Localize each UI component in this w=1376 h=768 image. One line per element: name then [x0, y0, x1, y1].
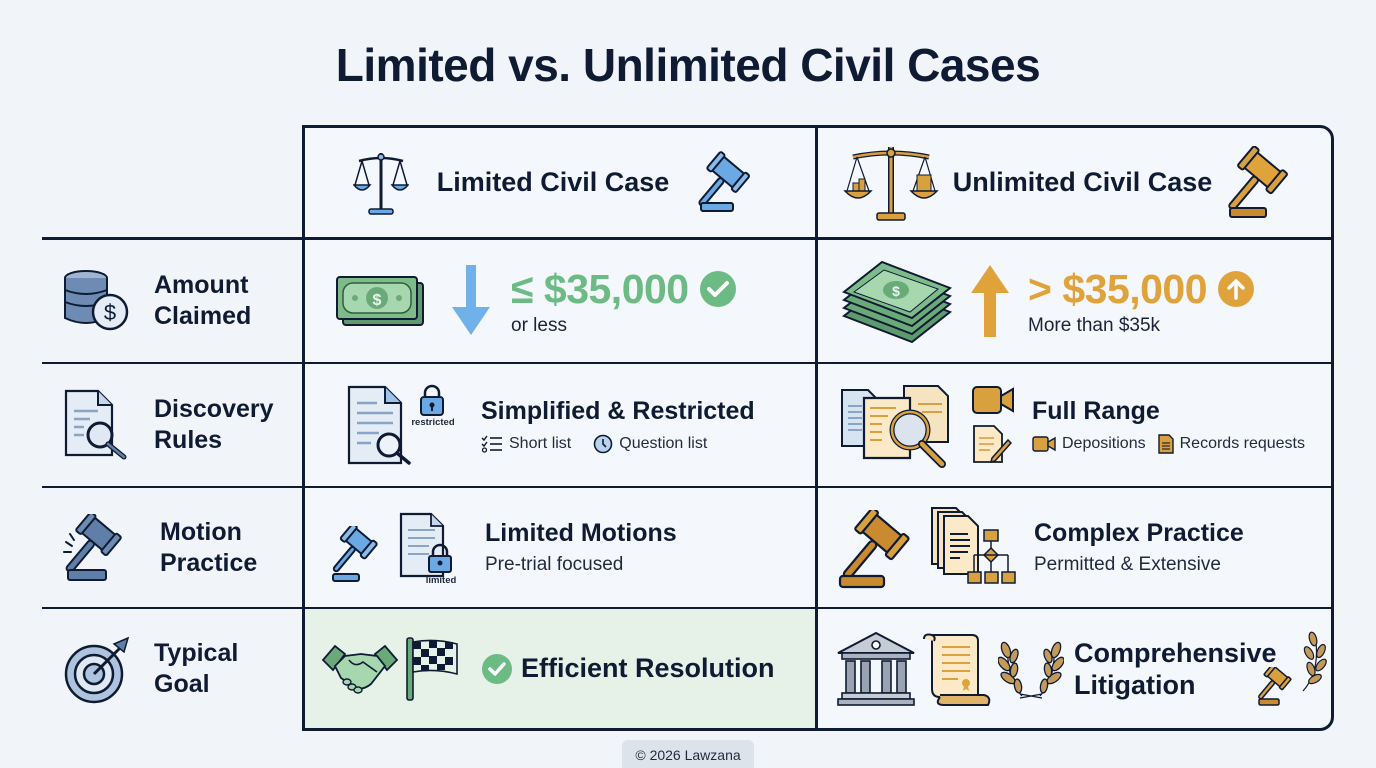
unlimited-amount-cell: $ > $35,000 More than $35k — [818, 240, 1331, 362]
unlimited-discovery-cell: Full Range Depositions Records requests — [818, 364, 1331, 486]
scales-with-coins-icon — [842, 141, 939, 225]
row-label-line1: Typical — [154, 639, 239, 667]
unlimited-discovery-title: Full Range — [1032, 396, 1160, 425]
row-label-motion-practice: Motion Practice — [42, 488, 302, 607]
unlimited-motion-sub: Permitted & Extensive — [1034, 554, 1221, 575]
check-circle-icon — [482, 653, 512, 684]
row-label-typical-goal: Typical Goal — [42, 609, 302, 729]
flowchart-documents-icon — [931, 506, 1016, 584]
checklist-icon — [481, 435, 502, 453]
copyright-footer: © 2026 Lawzana — [622, 740, 754, 768]
svg-text:$: $ — [104, 300, 116, 325]
row-label-amount-claimed: $ Amount Claimed — [42, 240, 302, 362]
unlimited-goal-title-line1: Comprehensive — [1074, 637, 1277, 668]
column-title-limited: Limited Civil Case — [436, 167, 670, 197]
svg-text:$: $ — [892, 283, 900, 299]
gavel-icon — [1257, 666, 1292, 706]
unlimited-goal-title-line2: Litigation — [1074, 669, 1196, 700]
locked-document-icon: limited — [399, 512, 457, 584]
limited-goal-cell: Efficient Resolution — [305, 609, 815, 728]
video-camera-icon — [1032, 435, 1056, 452]
down-arrow-icon — [451, 265, 491, 337]
scroll-icon — [923, 633, 991, 706]
row-label-line1: Motion — [160, 517, 242, 546]
limited-discovery-cell: restricted Simplified & Restricted Short… — [305, 364, 815, 486]
row-label-line1: Amount — [154, 271, 249, 299]
divider — [42, 237, 304, 240]
limited-amount-value: ≤ $35,000 — [511, 265, 689, 312]
limited-motion-cell: limited Limited Motions Pre-trial focuse… — [305, 488, 815, 607]
check-circle-icon — [699, 270, 737, 308]
header-divider — [302, 237, 1334, 240]
divider — [42, 362, 304, 364]
gavel-icon — [62, 513, 138, 582]
laurel-icon — [998, 641, 1064, 699]
row-divider — [302, 362, 1334, 364]
row-label-line2: Claimed — [154, 302, 252, 330]
target-icon — [62, 634, 132, 704]
document-pen-icon — [973, 425, 1012, 464]
limited-amount-sub: or less — [511, 314, 567, 336]
restricted-badge: restricted — [411, 417, 454, 428]
handshake-icon — [321, 644, 399, 694]
document-search-icon — [62, 389, 132, 461]
chip-question-list: Question list — [593, 434, 707, 454]
gavel-icon — [1226, 145, 1306, 220]
row-label-line1: Discovery — [154, 395, 274, 423]
row-label-line2: Rules — [154, 426, 223, 454]
row-label-line2: Goal — [154, 670, 210, 698]
unlimited-amount-sub: More than $35k — [1028, 314, 1161, 336]
clock-icon — [593, 434, 613, 453]
limited-goal-title: Efficient Resolution — [521, 653, 775, 683]
cash-icon: $ — [335, 275, 425, 327]
chip-records-requests: Records requests — [1157, 433, 1305, 454]
gavel-icon — [697, 150, 767, 215]
document-icon — [1157, 433, 1174, 454]
divider — [42, 486, 304, 488]
gavel-icon — [838, 509, 910, 588]
row-label-discovery-rules: Discovery Rules — [42, 364, 302, 486]
up-circle-icon — [1217, 270, 1255, 308]
chip-depositions: Depositions — [1032, 435, 1146, 453]
limited-discovery-title: Simplified & Restricted — [481, 396, 755, 425]
chip-short-list: Short list — [481, 435, 571, 453]
row-divider — [302, 607, 1334, 609]
up-arrow-icon — [970, 265, 1010, 337]
lock-icon — [420, 384, 444, 416]
laurel-branch-icon — [1302, 631, 1327, 691]
page-title: Limited vs. Unlimited Civil Cases — [335, 39, 1041, 91]
column-divider — [815, 125, 818, 731]
document-search-icon: restricted — [347, 383, 467, 467]
limited-motion-title: Limited Motions — [485, 519, 677, 547]
header-unlimited: Unlimited Civil Case — [818, 128, 1331, 237]
video-camera-icon — [972, 386, 1014, 414]
unlimited-motion-title: Complex Practice — [1034, 519, 1244, 547]
divider — [42, 607, 304, 609]
checkered-flag-icon — [406, 636, 458, 701]
row-divider — [302, 486, 1334, 488]
scales-icon — [352, 147, 409, 219]
limited-amount-cell: $ ≤ $35,000 or less — [305, 240, 815, 362]
column-title-unlimited: Unlimited Civil Case — [952, 167, 1213, 197]
header-limited: Limited Civil Case — [305, 128, 815, 237]
limited-motion-sub: Pre-trial focused — [485, 554, 624, 575]
coins-dollar-icon: $ — [62, 268, 132, 334]
courthouse-icon — [837, 631, 915, 706]
unlimited-goal-cell: Comprehensive Litigation — [818, 609, 1331, 728]
unlimited-motion-cell: Complex Practice Permitted & Extensive — [818, 488, 1331, 607]
documents-search-icon — [838, 382, 958, 468]
svg-text:$: $ — [373, 292, 382, 309]
row-label-line2: Practice — [160, 548, 258, 577]
unlimited-amount-value: > $35,000 — [1028, 265, 1208, 312]
limited-badge: limited — [426, 575, 457, 584]
cash-stack-icon: $ — [840, 256, 952, 346]
gavel-icon — [332, 525, 378, 582]
